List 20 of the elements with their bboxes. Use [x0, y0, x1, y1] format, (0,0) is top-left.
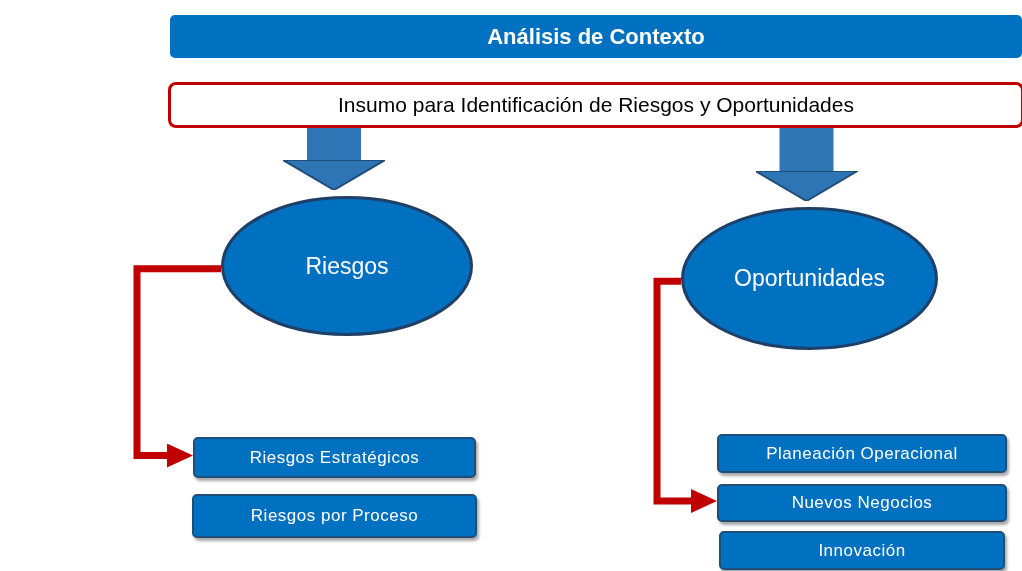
- connector-arrow: [653, 277, 717, 513]
- block-arrow: [282, 128, 386, 191]
- node-label: Riesgos: [305, 252, 389, 280]
- title-bar: [170, 15, 1022, 58]
- node-label: Riesgos por Proceso: [250, 506, 419, 526]
- input-box: [168, 82, 1022, 128]
- connector-arrow: [133, 265, 221, 468]
- node-label: Planeación Operacional: [766, 443, 958, 464]
- node-label: Riesgos Estratégicos: [249, 447, 420, 468]
- node-label: Análisis de Contexto: [487, 23, 705, 50]
- node-label: Insumo para Identificación de Riesgos y Oportunidades: [338, 93, 854, 117]
- item-box: [717, 434, 1007, 473]
- node-label: Innovación: [818, 540, 906, 561]
- node-label: Nuevos Negocios: [791, 493, 933, 513]
- block-arrow: [754, 128, 859, 202]
- item-box: [717, 484, 1007, 522]
- item-box: [193, 437, 476, 478]
- item-box: [192, 494, 477, 538]
- node-label: Oportunidades: [734, 265, 885, 292]
- item-box: [719, 531, 1005, 570]
